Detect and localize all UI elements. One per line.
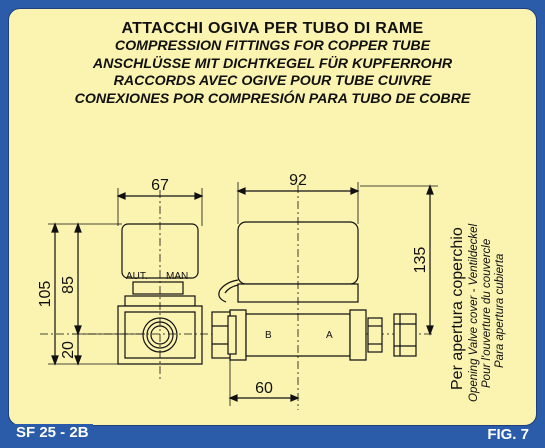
dim-lower-height: 20 — [60, 341, 77, 359]
label-manual: MAN — [166, 271, 188, 282]
model-code: SF 25 - 2B — [12, 424, 93, 441]
olive-ring — [367, 317, 383, 353]
note-italian: Per apertura coperchio — [449, 227, 466, 390]
dim-total-height: 105 — [37, 281, 54, 308]
note-french: Pour l'ouverture du couvercle — [481, 239, 493, 388]
title-english: COMPRESSION FITTINGS FOR COPPER TUBE — [114, 38, 431, 54]
dim-width-middle: 92 — [289, 172, 307, 189]
figure-number: FIG. 7 — [483, 426, 533, 443]
title-german: ANSCHLÜSSE MIT DICHTKEGEL FÜR KUPFERROHR — [92, 55, 453, 72]
dim-upper-height: 85 — [60, 276, 77, 294]
dim-half-length: 60 — [255, 380, 273, 397]
note-english-german: Opening Valve cover - Ventildeckel — [468, 223, 480, 402]
title-italian: ATTACCHI OGIVA PER TUBO DI RAME — [121, 20, 424, 37]
label-port-b: B — [265, 330, 272, 341]
dim-cover-clearance: 135 — [412, 247, 429, 274]
title-spanish: CONEXIONES POR COMPRESIÓN PARA TUBO DE C… — [74, 90, 471, 107]
title-block: ATTACCHI OGIVA PER TUBO DI RAME COMPRESS… — [0, 20, 545, 108]
compression-nut — [393, 313, 417, 357]
note-spanish: Para apertura cubierta — [494, 254, 506, 368]
left-lever — [132, 281, 184, 295]
dim-width-left: 67 — [151, 177, 169, 194]
label-auto: AUT. — [126, 271, 148, 282]
label-port-a: A — [326, 330, 333, 341]
title-french: RACCORDS AVEC OGIVE POUR TUBE CUIVRE — [113, 73, 432, 89]
